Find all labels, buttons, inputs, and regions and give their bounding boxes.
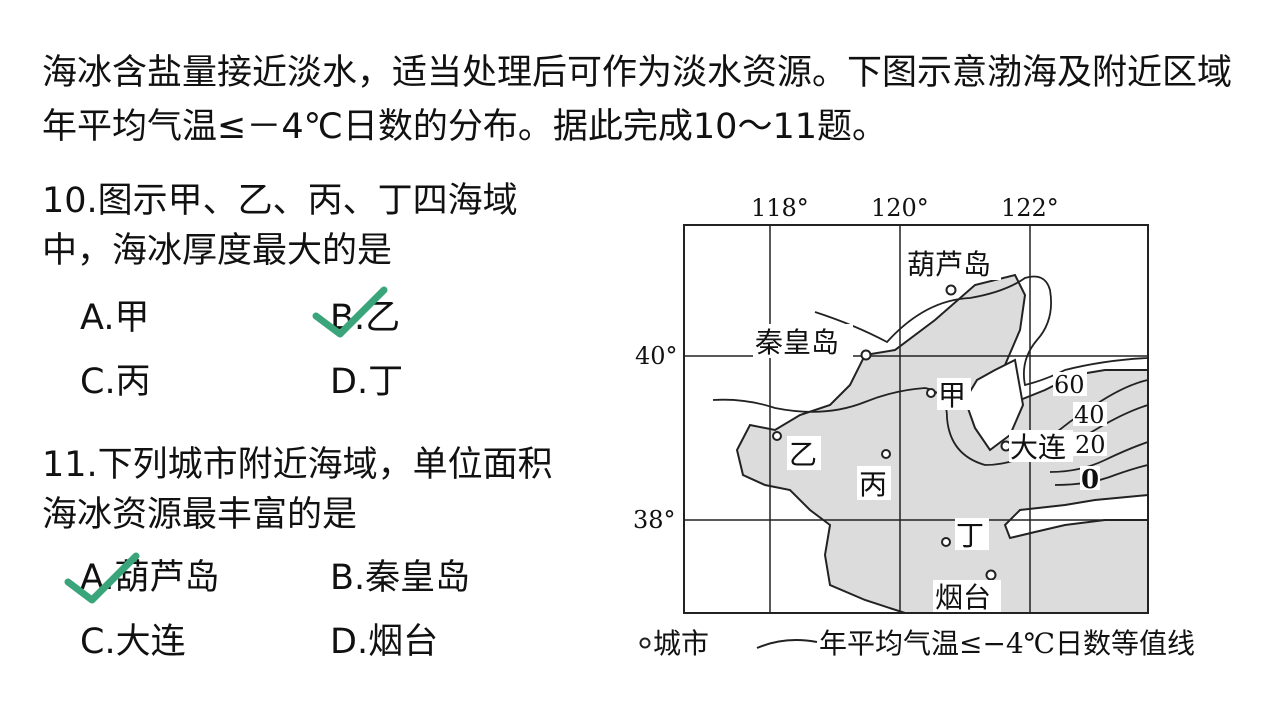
lon-label-122: 122°	[1001, 194, 1059, 222]
question-11-option-b[interactable]: B.秦皇岛	[330, 558, 471, 598]
legend-city-icon	[639, 637, 651, 649]
label-bg	[787, 436, 821, 470]
city-label-yantai: 烟台	[935, 581, 991, 614]
isoline-0	[1049, 441, 1149, 473]
sea-marker-bing	[881, 449, 891, 459]
question-10-option-a[interactable]: A.甲	[80, 298, 150, 338]
sea-marker-yi	[772, 431, 782, 441]
city-label-huludao: 葫芦岛	[907, 248, 991, 281]
label-bg	[753, 324, 853, 358]
label-bg	[1009, 430, 1073, 462]
isoline-label-20: 20	[1075, 431, 1106, 459]
sea-label-ding: 丁	[956, 519, 984, 552]
city-marker-huludao	[945, 284, 957, 296]
legend-city-label: 城市	[653, 627, 709, 660]
map-frame	[683, 224, 1149, 614]
city-marker-qinhuangdao	[860, 349, 872, 361]
city-label-dalian: 大连	[1010, 431, 1066, 464]
legend-isoline-icon	[756, 639, 818, 649]
liaodong-coast	[963, 358, 1025, 452]
sea-label-bing: 丙	[859, 468, 887, 501]
sea-label-jia: 甲	[938, 379, 966, 412]
bohai-sea-map: 118° 120° 122° 40° 38° 葫芦岛 秦皇岛 大连 烟台 甲 乙…	[625, 180, 1265, 670]
label-bg	[1080, 466, 1100, 490]
city-label-qinhuangdao: 秦皇岛	[755, 326, 839, 359]
city-marker-yantai	[985, 569, 997, 581]
lat-label-38: 38°	[633, 506, 676, 534]
lon-label-118: 118°	[751, 194, 809, 222]
intro-paragraph: 海冰含盐量接近淡水，适当处理后可作为淡水资源。下图示意渤海及附近区域年平均气温≤…	[42, 53, 1233, 147]
isoline-0b	[1054, 464, 1149, 486]
question-11-option-d[interactable]: D.烟台	[330, 622, 439, 662]
label-bg	[1053, 372, 1087, 396]
isoline-label-60: 60	[1054, 371, 1085, 399]
legend-isoline-label: 年平均气温≤−4℃日数等值线	[819, 627, 1195, 660]
label-bg	[1073, 402, 1107, 426]
map-figure: 118° 120° 122° 40° 38° 葫芦岛 秦皇岛 大连 烟台 甲 乙…	[633, 194, 1195, 660]
lon-label-120: 120°	[871, 194, 929, 222]
question-11-text: 11.下列城市附近海域，单位面积海冰资源最丰富的是	[42, 445, 553, 535]
label-bg	[955, 518, 989, 550]
question-10-option-d[interactable]: D.丁	[330, 362, 404, 402]
label-bg	[1073, 432, 1107, 456]
sea-marker-jia	[926, 388, 936, 398]
sea-marker-ding	[941, 537, 951, 547]
label-bg	[905, 246, 1001, 280]
isoline-label-0: 0	[1081, 465, 1099, 495]
question-10-option-c[interactable]: C.丙	[80, 362, 151, 402]
question-10-text: 10.图示甲、乙、丙、丁四海域中，海冰厚度最大的是	[42, 181, 518, 271]
label-bg	[857, 466, 891, 500]
label-bg	[937, 378, 971, 410]
check-mark-icon	[64, 552, 140, 604]
sea-label-yi: 乙	[789, 438, 817, 471]
check-mark-icon	[312, 286, 388, 338]
label-bg	[933, 580, 1001, 612]
question-11-option-c[interactable]: C.大连	[80, 622, 186, 662]
lat-label-40: 40°	[635, 342, 678, 370]
isoline-label-40: 40	[1074, 401, 1105, 429]
